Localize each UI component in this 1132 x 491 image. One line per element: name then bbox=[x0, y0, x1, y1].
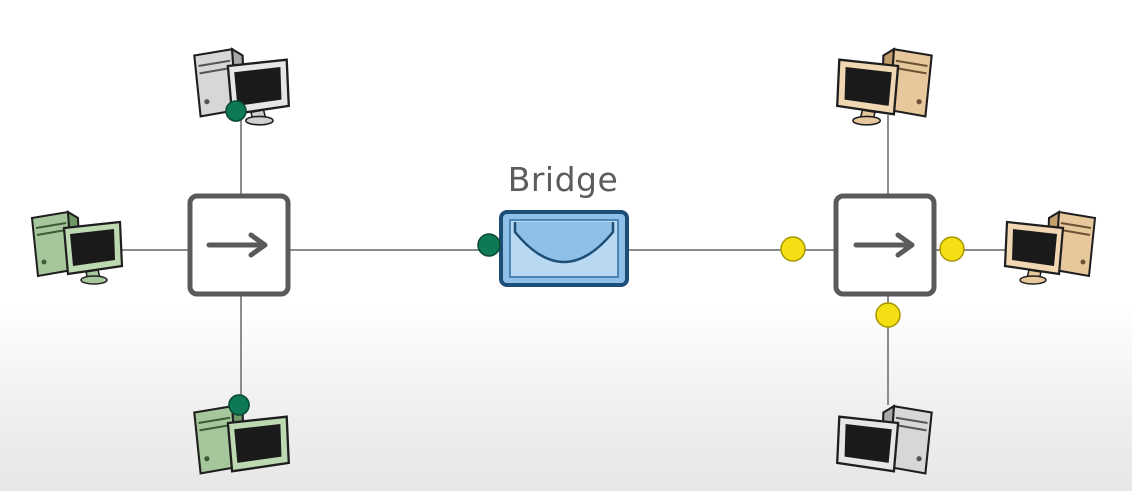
computer-icon bbox=[835, 47, 933, 126]
right-switch bbox=[833, 193, 937, 297]
port-yellow-bottom bbox=[875, 302, 901, 328]
arrow-right-icon bbox=[206, 232, 268, 258]
computer-icon bbox=[835, 404, 933, 475]
port-yellow-bridge-link bbox=[780, 236, 806, 262]
port-yellow-right bbox=[939, 236, 965, 262]
ports bbox=[225, 100, 965, 416]
port-green-top-pc-overlay bbox=[225, 100, 247, 122]
port-green-bridge bbox=[477, 233, 501, 257]
computer-icon bbox=[30, 210, 124, 285]
port-green-bottom-pc-overlay bbox=[228, 394, 250, 416]
bridge-arc bbox=[513, 222, 615, 264]
arrow-right-icon bbox=[853, 232, 915, 258]
computer-icon bbox=[193, 404, 291, 475]
bridge-device bbox=[499, 210, 629, 287]
bridge-label: Bridge bbox=[507, 160, 619, 199]
left-switch bbox=[187, 193, 291, 297]
computer-icon bbox=[1003, 210, 1097, 285]
